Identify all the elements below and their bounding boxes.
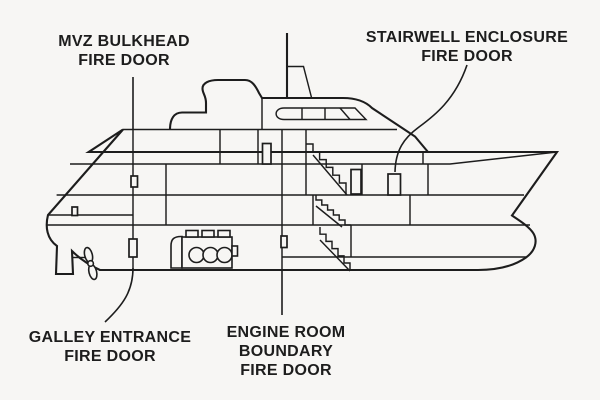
galley-leader-line	[104, 267, 134, 323]
stairwell-flights	[306, 143, 356, 272]
cabin-door-symbol	[261, 142, 272, 165]
label-text: FIRE DOOR	[240, 362, 332, 379]
leader-lines	[104, 64, 468, 323]
engine-room-fire-door-symbol	[280, 235, 288, 249]
label-text: FIRE DOOR	[78, 52, 170, 69]
mvz-fire-door-symbol	[130, 175, 139, 188]
label-text: FIRE DOOR	[421, 48, 513, 65]
wheelhouse-windows	[275, 107, 368, 121]
label-text: BOUNDARY	[239, 343, 333, 360]
label-text: FIRE DOOR	[64, 348, 156, 365]
label-mvz-bulkhead-fire-door: MVZ BULKHEAD FIRE DOOR	[58, 33, 190, 69]
propeller-icon	[83, 246, 98, 281]
label-text: STAIRWELL ENCLOSURE	[366, 29, 568, 46]
aft-deck-door-symbol	[71, 206, 79, 217]
funnel-stack	[168, 78, 429, 153]
label-stairwell-enclosure-fire-door: STAIRWELL ENCLOSURE FIRE DOOR	[366, 29, 568, 65]
label-text: ENGINE ROOM	[227, 324, 346, 341]
label-text: GALLEY ENTRANCE	[29, 329, 191, 346]
stairwell-leader-line	[394, 64, 468, 173]
fire-door-symbols	[71, 142, 402, 258]
deck-lines	[46, 151, 558, 259]
labels: MVZ BULKHEAD FIRE DOOR STAIRWELL ENCLOSU…	[29, 29, 568, 379]
hull	[45, 128, 560, 281]
stairwell-fire-door-symbol	[387, 173, 402, 196]
engine-block	[170, 229, 239, 269]
engine-exhaust-duct	[170, 235, 183, 269]
hull-outline	[45, 128, 560, 276]
stair-landing-door-symbol	[350, 168, 362, 195]
galley-fire-door-symbol	[128, 238, 138, 258]
superstructure	[123, 33, 429, 153]
label-text: MVZ BULKHEAD	[58, 33, 190, 50]
label-galley-entrance-fire-door: GALLEY ENTRANCE FIRE DOOR	[29, 329, 191, 365]
label-engine-room-boundary-fire-door: ENGINE ROOM BOUNDARY FIRE DOOR	[227, 324, 346, 379]
mast	[285, 33, 313, 98]
